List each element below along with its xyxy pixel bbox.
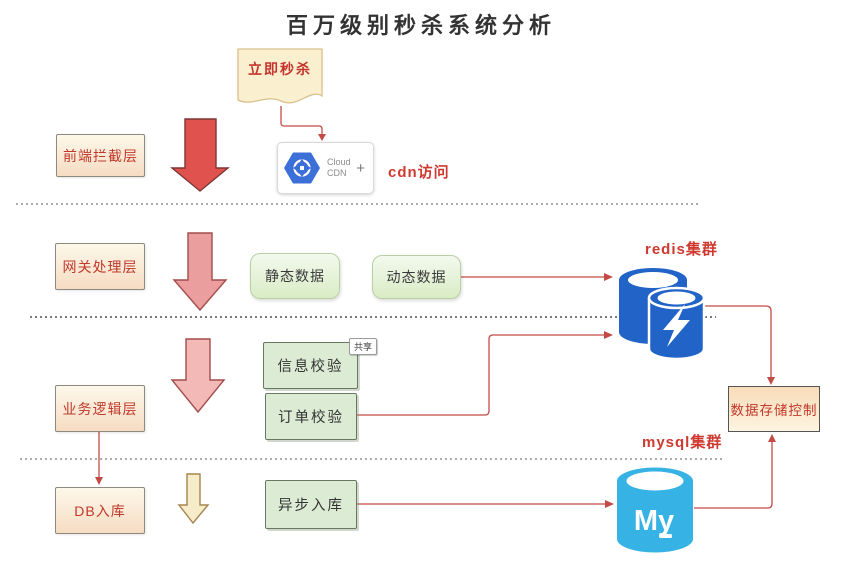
node-order-check[interactable]: 订单校验	[265, 393, 357, 440]
layer-label-frontend-text: 前端拦截层	[63, 147, 138, 164]
cdn-plus-button[interactable]: +	[356, 159, 365, 177]
layer-label-gateway-text: 网关处理层	[62, 258, 138, 275]
layer-label-db[interactable]: DB入库	[55, 487, 145, 534]
trigger-label: 立即秒杀	[248, 61, 312, 77]
connector-trigger-to-cdn	[280, 106, 326, 141]
node-static-data[interactable]: 静态数据	[250, 253, 340, 299]
layer-label-gateway[interactable]: 网关处理层	[55, 243, 145, 290]
layer-label-db-text: DB入库	[74, 502, 126, 519]
node-info-check[interactable]: 信息校验	[263, 342, 358, 389]
node-info-check-text: 信息校验	[277, 359, 344, 375]
connector-redis-to-storage	[702, 305, 775, 385]
node-async-store-text: 异步入库	[278, 498, 344, 514]
mysql-icon[interactable]: My	[617, 467, 693, 553]
layer-label-logic-text: 业务逻辑层	[62, 400, 138, 417]
arrow-layer-3	[170, 338, 226, 414]
mysql-icon-text: My	[634, 505, 674, 537]
share-tag[interactable]: 共享	[349, 338, 377, 355]
arrow-layer-4	[177, 473, 210, 525]
cdn-annotation: cdn访问	[388, 164, 450, 181]
node-order-check-text: 订单校验	[278, 410, 344, 426]
cloud-cdn-card[interactable]: Cloud CDN +	[277, 142, 374, 194]
lightning-bolt-icon	[663, 304, 690, 347]
node-storage-control[interactable]: 数据存储控制	[728, 386, 820, 432]
node-dynamic-data-text: 动态数据	[386, 269, 447, 285]
mysql-cluster-label: mysql集群	[642, 434, 723, 451]
cloud-cdn-icon	[284, 152, 320, 184]
arrow-layer-1	[170, 118, 230, 192]
redis-cluster-label: redis集群	[645, 241, 718, 258]
connector-logic-to-db	[95, 430, 103, 485]
node-async-store[interactable]: 异步入库	[265, 480, 357, 529]
connector-dynamic-to-redis	[459, 273, 613, 281]
cloud-cdn-name: Cloud CDN	[327, 157, 351, 179]
page-title: 百万级别秒杀系统分析	[285, 13, 556, 38]
layer-label-logic[interactable]: 业务逻辑层	[55, 385, 145, 432]
share-tag-text: 共享	[353, 342, 372, 352]
redis-icon[interactable]	[619, 268, 706, 361]
arrow-layer-2	[172, 232, 228, 312]
connector-async-to-mysql	[356, 500, 614, 508]
cloud-cdn-name-line1: Cloud	[327, 157, 351, 168]
layer-label-frontend[interactable]: 前端拦截层	[56, 134, 145, 177]
node-static-data-text: 静态数据	[265, 268, 325, 284]
node-storage-control-text: 数据存储控制	[730, 403, 818, 418]
node-dynamic-data[interactable]: 动态数据	[372, 255, 461, 299]
cloud-cdn-name-line2: CDN	[327, 168, 347, 178]
connector-order-to-redis	[356, 331, 613, 416]
